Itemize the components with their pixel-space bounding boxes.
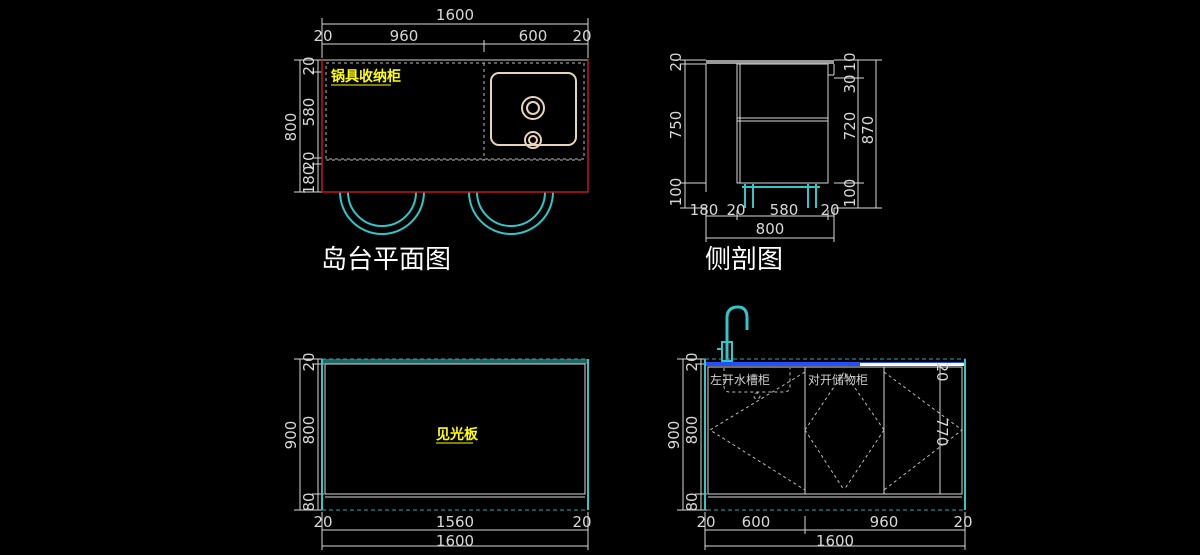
plan-dim-20-right: 20 xyxy=(572,27,591,45)
fr-dim-80: 80 xyxy=(683,492,701,511)
fl-dim-20: 20 xyxy=(300,352,318,371)
side-dim-870: 870 xyxy=(859,116,877,145)
side-title: 侧剖图 xyxy=(705,245,783,275)
faucet-hole-shape xyxy=(524,131,542,149)
side-dim-20-a: 20 xyxy=(726,201,745,219)
plan-dim-600: 600 xyxy=(519,27,548,45)
side-section-view: 20 750 100 10 30 720 100 870 xyxy=(667,52,882,275)
side-dim-30: 30 xyxy=(841,74,859,93)
plan-view: 1600 20 960 600 20 800 20 580 20 180 xyxy=(282,6,592,275)
side-dim-20-b: 20 xyxy=(820,201,839,219)
fr-dim-20-b: 20 xyxy=(953,513,972,531)
plan-dim-20-top: 20 xyxy=(300,56,318,75)
side-dim-100-right: 100 xyxy=(841,179,859,208)
plan-title: 岛台平面图 xyxy=(321,245,451,275)
fr-countertop xyxy=(705,362,965,366)
fl-dim-1560: 1560 xyxy=(436,513,474,531)
fr-label-storage-cabinet: 对开储物柜 xyxy=(808,372,868,387)
side-cabinet-body xyxy=(736,63,829,184)
fl-dim-1600: 1600 xyxy=(436,532,474,550)
side-countertop xyxy=(706,60,834,64)
fr-dim-800: 800 xyxy=(683,416,701,445)
faucet-shape xyxy=(725,305,749,361)
plan-dim-580: 580 xyxy=(300,98,318,127)
side-dim-20: 20 xyxy=(667,52,685,71)
stool-right-shape xyxy=(468,191,554,235)
plan-label-cookware: 锅具收纳柜 xyxy=(331,68,401,85)
fr-dim-960: 960 xyxy=(870,513,899,531)
fl-label-visible-panel: 见光板 xyxy=(436,426,479,443)
fr-dim-900: 900 xyxy=(665,421,683,450)
side-dim-100-left: 100 xyxy=(667,178,685,207)
side-dim-10: 10 xyxy=(841,52,859,71)
plan-dim-20-mid: 20 xyxy=(300,151,318,170)
side-dim-720: 720 xyxy=(841,112,859,141)
plan-counter-outline xyxy=(321,59,589,193)
fr-dim-600: 600 xyxy=(742,513,771,531)
side-dim-750: 750 xyxy=(667,111,685,140)
plan-dim-800: 800 xyxy=(282,113,300,142)
plan-dim-20-left: 20 xyxy=(313,27,332,45)
fr-dim-20-a: 20 xyxy=(696,513,715,531)
fl-dim-900: 900 xyxy=(282,421,300,450)
plan-dim-1600: 1600 xyxy=(436,6,474,24)
fl-dim-20-b: 20 xyxy=(572,513,591,531)
fl-dim-20-a: 20 xyxy=(313,513,332,531)
fr-dim-770: 770 xyxy=(933,418,951,447)
fr-dim-20: 20 xyxy=(683,352,701,371)
fr-label-sink-cabinet: 左开水槽柜 xyxy=(710,372,770,387)
fl-dim-80: 80 xyxy=(300,492,318,511)
fl-dim-800: 800 xyxy=(300,416,318,445)
stool-left-shape xyxy=(339,191,425,235)
sink-basin-shape xyxy=(490,72,577,146)
side-dim-180: 180 xyxy=(690,201,719,219)
fr-dim-20-right: 20 xyxy=(933,362,951,381)
side-dim-800: 800 xyxy=(756,220,785,238)
plan-dim-180: 180 xyxy=(300,166,318,195)
side-dim-580: 580 xyxy=(770,201,799,219)
plan-dim-960: 960 xyxy=(390,27,419,45)
fr-dim-1600: 1600 xyxy=(816,532,854,550)
front-left-view: 900 20 800 80 见光板 20 1560 20 1600 xyxy=(282,352,592,550)
front-right-view: 900 20 800 80 左开水槽柜 对开储物柜 xyxy=(665,305,973,550)
